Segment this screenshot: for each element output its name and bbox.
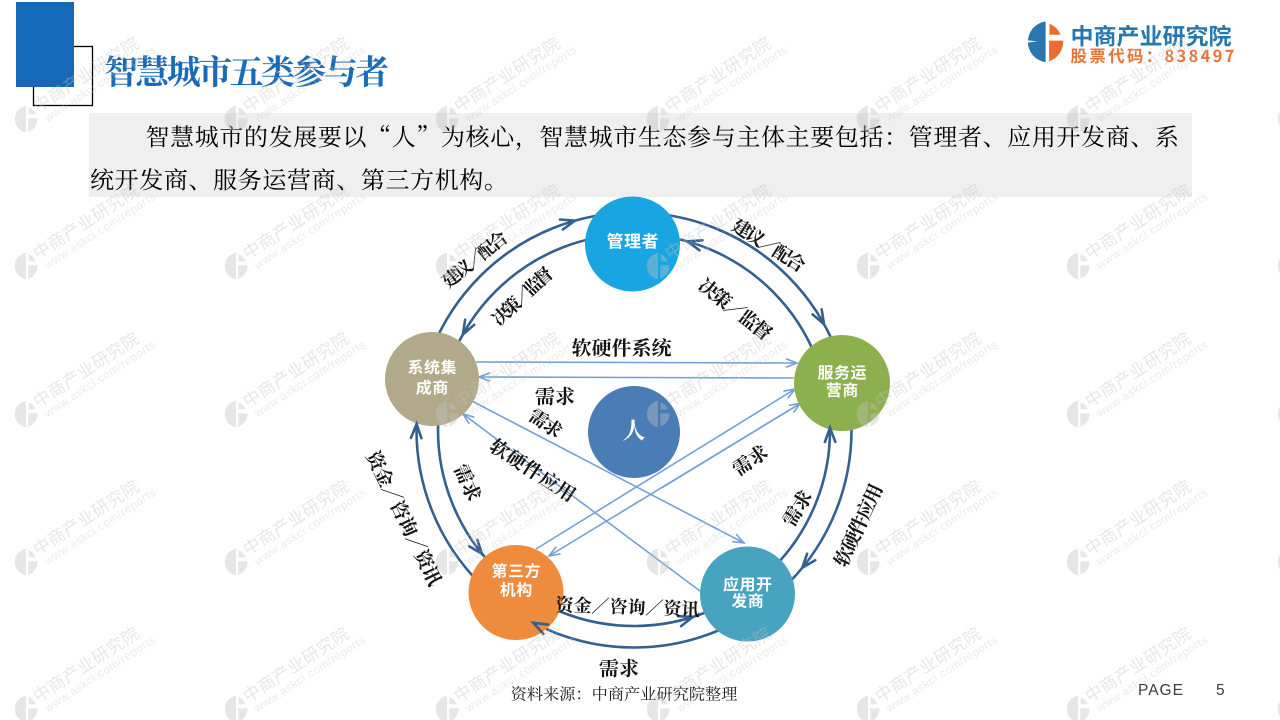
svg-text:PAGE: PAGE bbox=[1138, 682, 1184, 699]
svg-text:5: 5 bbox=[1216, 682, 1225, 699]
